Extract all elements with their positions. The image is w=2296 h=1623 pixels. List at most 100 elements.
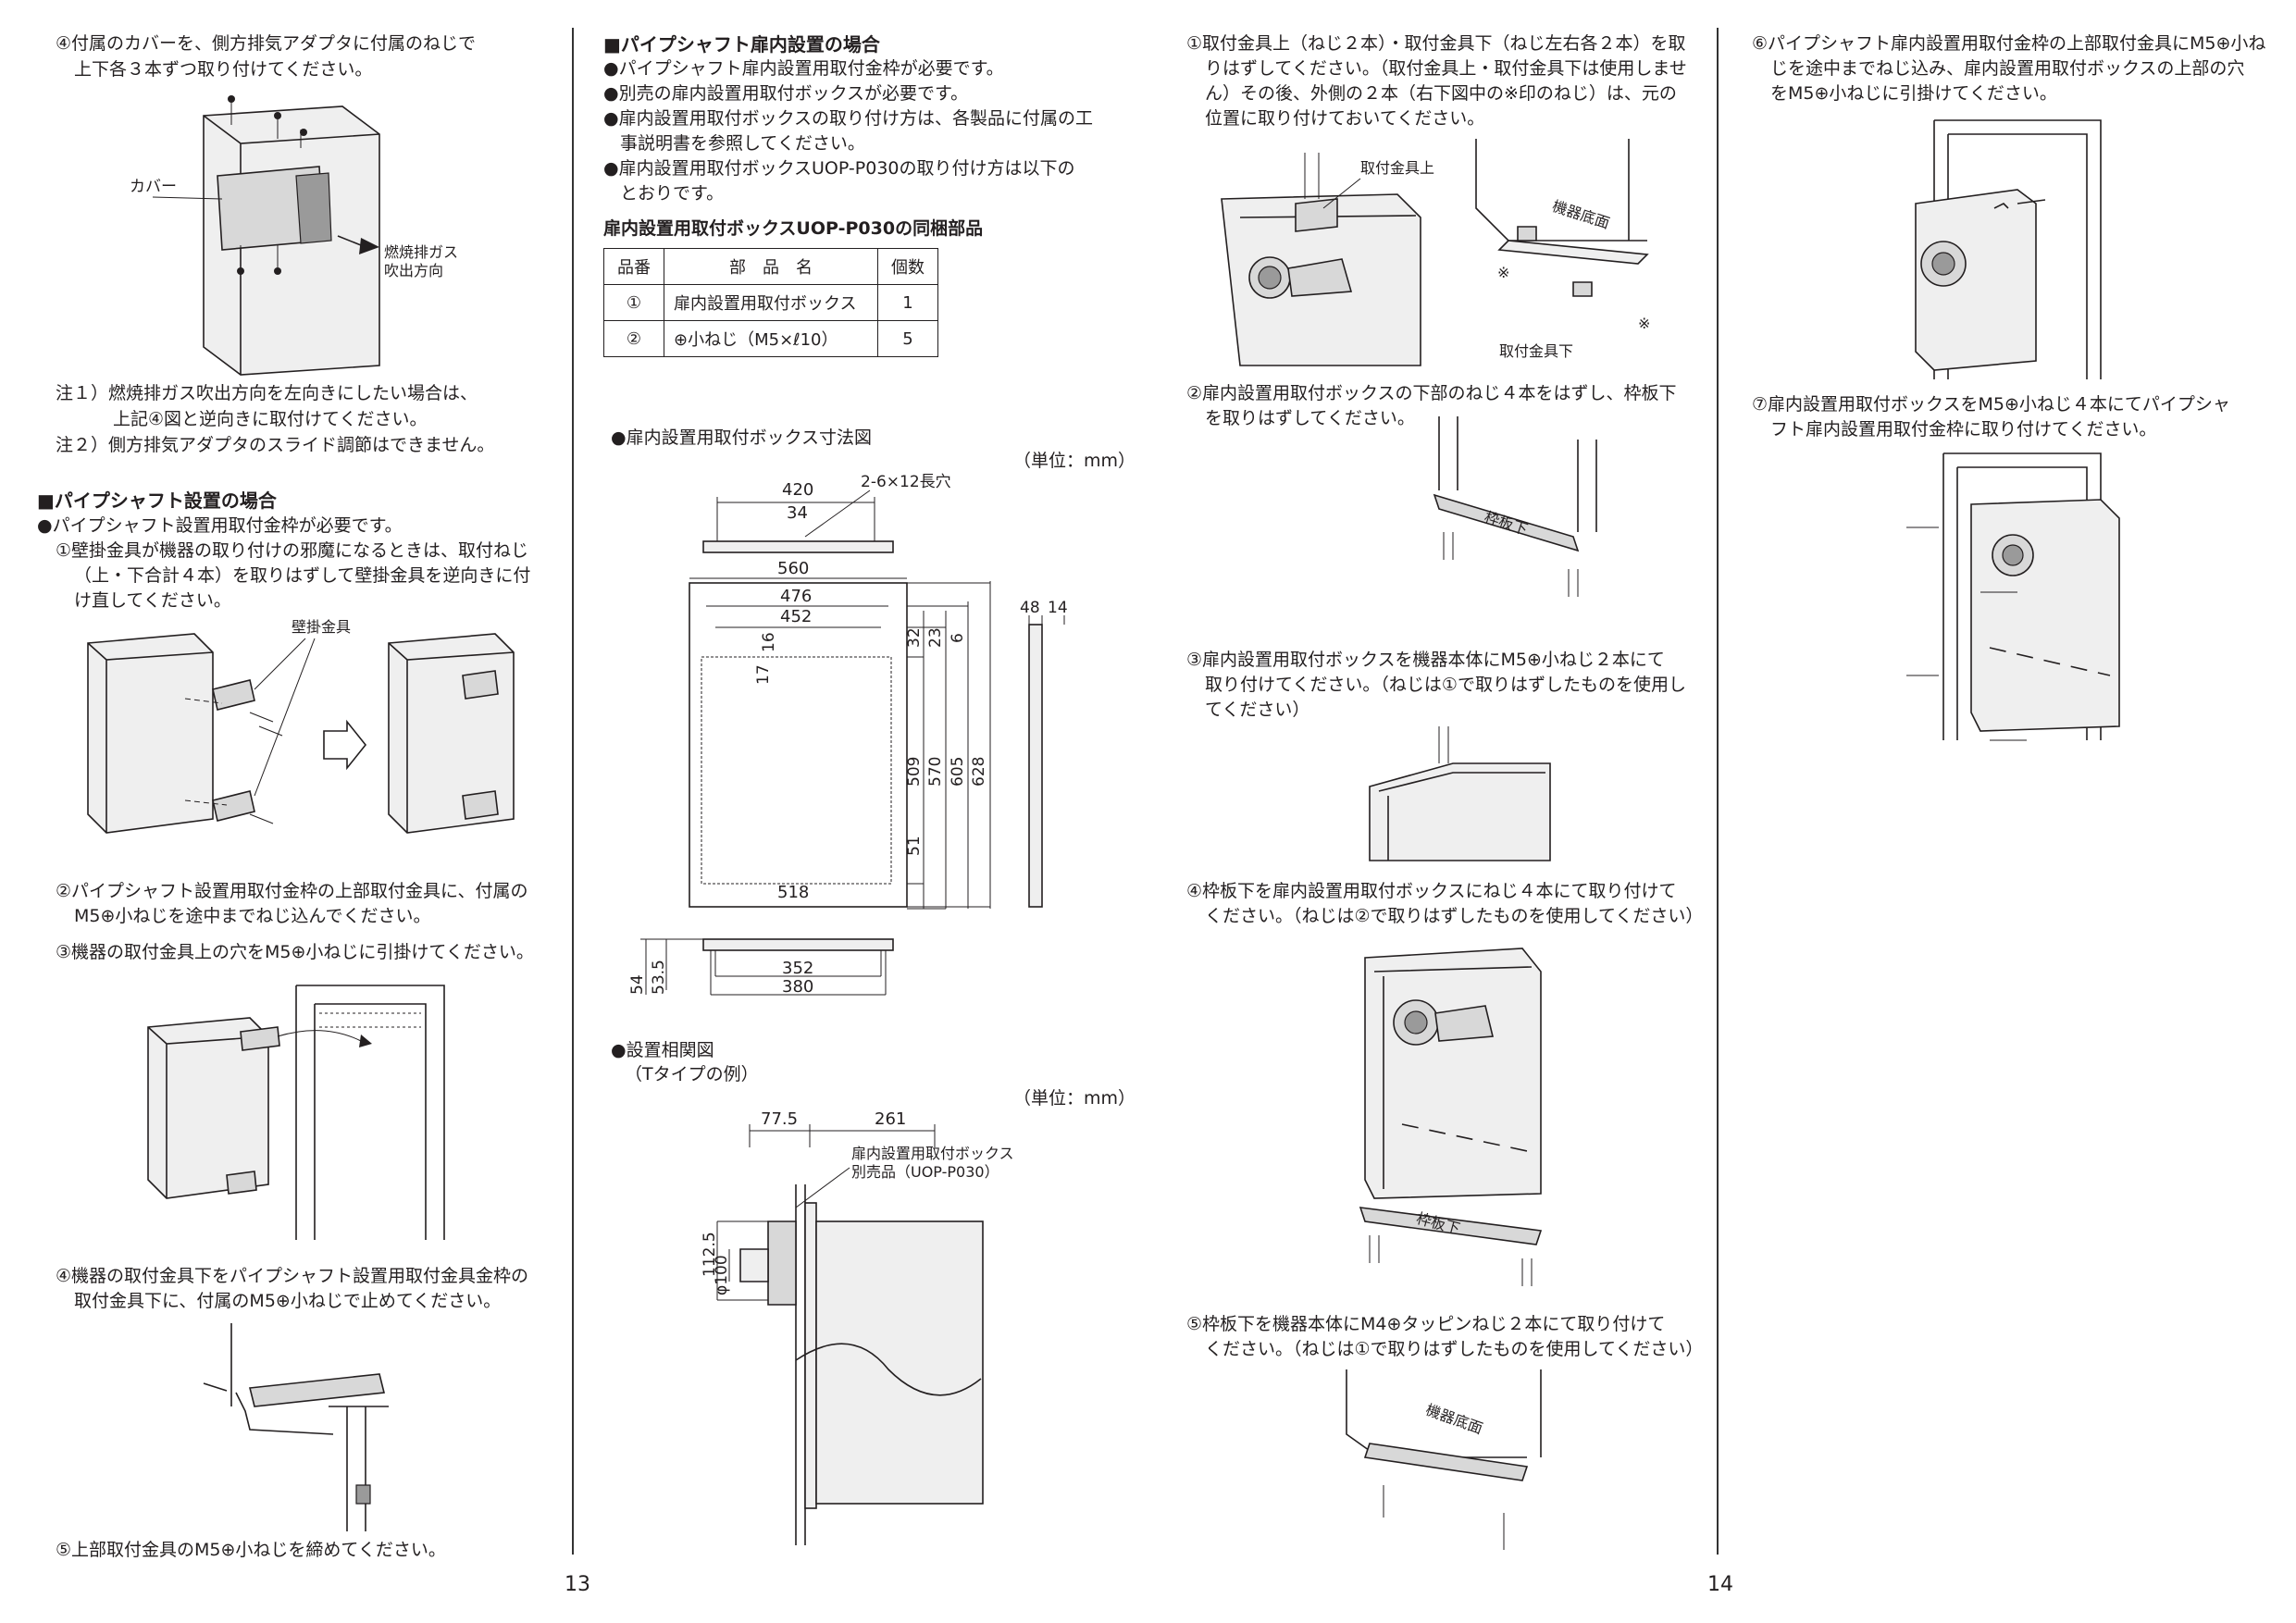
r-step1-line3: ん）その後、外側の２本（右下図中の※印のねじ）は、元の (1205, 83, 1677, 104)
ps-step2-line2: M5⊕小ねじを途中までねじ込んでください。 (74, 906, 431, 926)
parts-cell-name: 扉内設置用取付ボックス (664, 284, 878, 321)
r-step3-line2: 取り付けてください。（ねじは①で取りはずしたものを使用し (1205, 675, 1686, 695)
label-bottom: 機器底面 (1550, 197, 1612, 232)
r-step7-line1: ⑦扉内設置用取付ボックスをM5⊕小ねじ４本にてパイプシャ (1752, 394, 2230, 415)
dim-32: 32 (905, 627, 924, 648)
figure-lower-screw (203, 1323, 389, 1531)
r-step1-line1: ①取付金具上（ねじ２本）・取付金具下（ねじ左右各２本）を取 (1186, 33, 1686, 54)
dim-112-5: 112.5 (701, 1232, 719, 1277)
parts-row: ① 扉内設置用取付ボックス 1 (603, 284, 938, 321)
label-exhaust-2: 吹出方向 (384, 262, 443, 279)
note-1a: 注１）燃焼排ガス吹出方向を左向きにしたい場合は、 (56, 383, 478, 403)
ps-step1-line1: ①壁掛金具が機器の取り付けの邪魔になるときは、取付ねじ (56, 540, 529, 561)
figure-hang-device (147, 985, 445, 1240)
door-section-title: ■パイプシャフト扉内設置の場合 (603, 33, 880, 56)
dim-628: 628 (970, 757, 988, 787)
label-upper-bracket: 取付金具上 (1360, 159, 1434, 177)
dim-261: 261 (875, 1109, 906, 1129)
figure-install-relation: 77.5 261 扉内設置用取付ボックス 別売品（UOP-P030） 112.5… (701, 1109, 1014, 1545)
r-step5-line2: ください。（ねじは①で取りはずしたものを使用してください） (1205, 1339, 1704, 1359)
dimension-figure-title: ●扉内設置用取付ボックス寸法図 (611, 427, 873, 448)
dim-14: 14 (1048, 599, 1068, 617)
dim-16: 16 (760, 632, 778, 652)
label-exhaust-1: 燃焼排ガス (384, 243, 458, 261)
dimension-unit: （単位：mm） (1013, 451, 1136, 471)
mark-2: ※ (1638, 315, 1650, 332)
parts-cell-name: ⊕小ねじ（M5×ℓ10） (664, 320, 878, 357)
note-1b: 上記④図と逆向きに取付けてください。 (113, 409, 428, 429)
relation-unit: （単位：mm） (1013, 1088, 1136, 1109)
r-step3-line3: てください） (1205, 700, 1310, 720)
ps-step1-line2: （上・下合計４本）を取りはずして壁掛金具を逆向きに付 (74, 565, 531, 586)
ps-bullet: ●パイプシャフト設置用取付金枠が必要です。 (37, 515, 403, 536)
ps-step4-line2: 取付金具下に、付属のM5⊕小ねじで止めてください。 (74, 1291, 502, 1311)
figure-remove-brackets: 取付金具上 機器底面 ※ ※ 取付金具下 (1221, 139, 1650, 366)
label-frame-lower-2: 枠板下 (1415, 1209, 1462, 1238)
column-divider-1 (572, 28, 574, 1555)
parts-cell-no: ① (603, 284, 664, 321)
ps-section-title: ■パイプシャフト設置の場合 (37, 489, 277, 512)
parts-header-name: 部 品 名 (664, 248, 878, 285)
dim-560: 560 (777, 559, 809, 578)
ps-step4-line1: ④機器の取付金具下をパイプシャフト設置用取付金具金枠の (56, 1266, 529, 1286)
dim-570: 570 (926, 757, 945, 787)
ps-step1-line3: け直してください。 (74, 590, 231, 611)
step4-line1: ④付属のカバーを、側方排気アダプタに付属のねじで (56, 33, 477, 54)
ps-step2-line1: ②パイプシャフト設置用取付金枠の上部取付金具に、付属の (56, 881, 528, 901)
r-step6-line2: じを途中までねじ込み、扉内設置用取付ボックスの上部の穴 (1770, 58, 2245, 79)
dim-54: 54 (628, 974, 647, 995)
r-step3-line1: ③扉内設置用取付ボックスを機器本体にM5⊕小ねじ２本にて (1186, 650, 1665, 670)
dim-476: 476 (780, 587, 812, 606)
label-cover: カバー (130, 178, 177, 196)
mark-1: ※ (1497, 264, 1509, 281)
label-bottom-5: 機器底面 (1423, 1401, 1485, 1438)
label-lower-bracket: 取付金具下 (1499, 342, 1573, 360)
door-bullet-4b: とおりです。 (620, 183, 725, 204)
parts-header-no: 品番 (603, 248, 664, 285)
r-step6-line3: をM5⊕小ねじに引掛けてください。 (1770, 83, 2057, 104)
figure-remove-frame: 枠板下 (1433, 416, 1597, 597)
page-number-13: 13 (565, 1573, 590, 1596)
r-step4-line2: ください。（ねじは②で取りはずしたものを使用してください） (1205, 906, 1704, 926)
ps-step3: ③機器の取付金具上の穴をM5⊕小ねじに引掛けてください。 (56, 942, 534, 962)
dim-48: 48 (1020, 599, 1040, 617)
r-step2-line2: を取りはずしてください。 (1205, 408, 1415, 428)
r-step4-line1: ④枠板下を扉内設置用取付ボックスにねじ４本にて取り付けて (1186, 881, 1677, 901)
step4-line2: 上下各３本ずつ取り付けてください。 (74, 59, 373, 80)
dim-51: 51 (905, 836, 924, 856)
dim-518: 518 (777, 883, 809, 902)
r-step1-line4: 位置に取り付けておいてください。 (1205, 108, 1485, 129)
figure-screw-frame: 機器底面 (1346, 1369, 1542, 1550)
parts-cell-no: ② (603, 320, 664, 357)
relation-title-2: （Tタイプの例） (625, 1064, 759, 1084)
dim-53-5: 53.5 (650, 960, 668, 995)
dim-slot: 2-6×12長穴 (861, 473, 951, 491)
dim-77-5: 77.5 (761, 1109, 798, 1129)
r-step1-line2: りはずしてください。（取付金具上・取付金具下は使用しませ (1205, 58, 1687, 79)
parts-table: 品番 部 品 名 個数 ① 扉内設置用取付ボックス 1 ② ⊕小ねじ（M5×ℓ1… (603, 248, 938, 357)
door-bullet-4: ●扉内設置用取付ボックスUOP-P030の取り付け方は以下の (603, 158, 1075, 179)
page-number-14: 14 (1707, 1573, 1733, 1596)
parts-cell-qty: 1 (877, 284, 938, 321)
dim-23: 23 (926, 627, 945, 648)
dim-352: 352 (782, 959, 813, 978)
dim-452: 452 (780, 607, 812, 626)
relation-title-1: ●設置相関図 (611, 1040, 714, 1060)
label-frame-lower: 枠板下 (1483, 508, 1531, 539)
r-step6-line1: ⑥パイプシャフト扉内設置用取付金枠の上部取付金具にM5⊕小ね (1752, 33, 2266, 54)
ps-step5: ⑤上部取付金具のM5⊕小ねじを締めてください。 (56, 1540, 446, 1560)
parts-row: ② ⊕小ねじ（M5×ℓ10） 5 (603, 320, 938, 357)
note-2: 注２）側方排気アダプタのスライド調節はできません。 (56, 435, 495, 455)
dim-509: 509 (905, 757, 924, 787)
r-step7-line2: フト扉内設置用取付金枠に取り付けてください。 (1770, 419, 2157, 440)
figure-cover-install: カバー 燃焼排ガス 吹出方向 (130, 95, 458, 376)
door-bullet-1: ●パイプシャフト扉内設置用取付金枠が必要です。 (603, 58, 1004, 79)
parts-table-title: 扉内設置用取付ボックスUOP-P030の同梱部品 (603, 218, 984, 239)
figure-attach-frame: 枠板下 (1359, 948, 1543, 1286)
label-box-sold: 別売品（UOP-P030） (851, 1163, 999, 1181)
figure-bracket-reverse: 壁掛金具 (87, 618, 515, 834)
r-step2-line1: ②扉内設置用取付ボックスの下部のねじ４本をはずし、枠板下 (1186, 383, 1677, 403)
parts-header-qty: 個数 (877, 248, 938, 285)
door-bullet-3b: 事説明書を参照してください。 (620, 133, 865, 154)
label-wall-bracket: 壁掛金具 (292, 618, 351, 636)
